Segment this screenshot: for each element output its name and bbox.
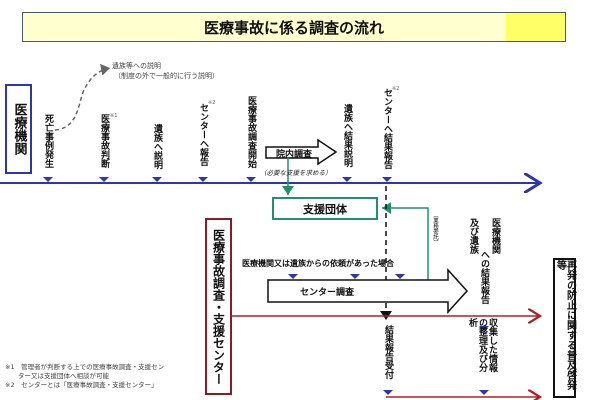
center-box: 医療事故調査・支援センター <box>205 218 232 395</box>
footnote-1: ※1 管理者が判断する上での医療事故調査・支援セン <box>5 363 165 371</box>
footnote-2: ※2 センターとは「医療事故調査・支援センター」 <box>5 381 158 389</box>
step-note: ※1 <box>110 113 118 119</box>
step-note: ※2 <box>208 100 216 106</box>
step-start-investigation: 医療事故調査開始 <box>246 96 256 168</box>
family-explanation-line2: （制度の外で一般的に行う説明） <box>114 72 219 80</box>
center-step-markers <box>288 274 489 395</box>
internal-investigation-arrow <box>265 138 338 166</box>
hospital-step-markers <box>43 177 392 182</box>
step-accident-judgment: 医療事故判断 <box>99 114 109 168</box>
result-receipt-label: 結果報告受付 <box>383 325 393 379</box>
step-explain-family: 遺族へ説明 <box>152 124 162 169</box>
prevention-box: 再発の防止に関する普及啓発等 <box>553 258 576 398</box>
family-explanation-line1: 遺族等への説明 <box>112 62 161 70</box>
center-investigation-label: センター調査 <box>300 288 355 298</box>
analysis-label: 収集した情報の整理及び分析 <box>467 318 497 372</box>
step-death: 死亡事例発生 <box>43 114 53 168</box>
support-org-box: 支援団体 <box>272 197 378 220</box>
request-condition-label: 医療機関又は遺族からの依頼があった場合 <box>242 259 394 268</box>
center-investigation-arrow <box>267 268 469 314</box>
internal-investigation-label: 院内調査 <box>275 150 312 160</box>
hospital-box: 医療機関 <box>5 84 32 174</box>
step-explain-results: 遺族へ結果説明 <box>342 104 352 167</box>
result-report-col3: への結果報告 <box>479 250 489 304</box>
footnote-1-cont: ター又は支援団体へ相談が可能 <box>5 372 109 380</box>
result-report-col2: 及び遺族 <box>468 218 478 254</box>
step-report-center: センターへ報告 <box>198 103 208 166</box>
step-note: ※2 <box>392 86 400 92</box>
request-support-note: （必要な支援を求める） <box>260 169 332 177</box>
outsourcing-note: （業務委託） <box>432 212 438 245</box>
step-report-results: センターへ結果報告 <box>382 88 392 169</box>
dashed-curve-arrow <box>54 63 111 131</box>
result-report-col1: 医療機関 <box>490 218 500 254</box>
page-title: 医療事故に係る調査の流れ <box>22 12 566 42</box>
